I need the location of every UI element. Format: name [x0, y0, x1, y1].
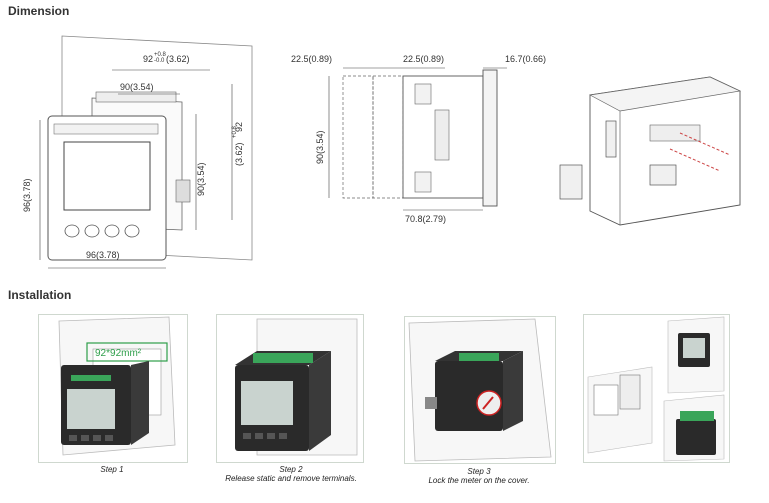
- step1-label: Step 1: [100, 465, 124, 474]
- cutout-tol-plus: +0.8: [154, 52, 167, 58]
- front-button-4: [124, 224, 140, 238]
- installation-title: Installation: [8, 288, 72, 302]
- step4-panel: [583, 314, 730, 463]
- cutout-tol-minus: -0.0: [154, 58, 165, 64]
- step1-panel: 92*92mm²: [38, 314, 188, 463]
- right-depth: 16.7(0.66): [505, 54, 546, 64]
- rear-terminal-block: [95, 91, 177, 103]
- step3-panel: [404, 316, 556, 464]
- cutout-width-value: 92: [143, 54, 153, 64]
- cutout-width-inch: (3.62): [166, 54, 190, 64]
- step2-panel: [216, 314, 364, 463]
- terminal-outline-2: [372, 75, 404, 199]
- step2-label: Step 2: [279, 465, 303, 474]
- cutout-height-value: 92: [234, 122, 244, 132]
- side-bezel: [482, 69, 498, 207]
- step2-screen: [241, 381, 293, 425]
- step2-caption: Step 2 Release static and remove termina…: [206, 465, 376, 483]
- front-button-3: [104, 224, 120, 238]
- width-value: 96(3.78): [86, 250, 120, 260]
- step2-terminals: [253, 353, 313, 363]
- step2-illustration: [235, 318, 358, 456]
- dimension-title: Dimension: [8, 4, 70, 18]
- cutout-height-tol: +0.8: [232, 125, 238, 138]
- mount-clip: [175, 179, 191, 203]
- step1-illustration: 92*92mm²: [58, 316, 176, 456]
- front-screen: [63, 141, 151, 211]
- body-height-value: 90(3.54): [196, 162, 206, 196]
- step4-illustration: [587, 316, 725, 462]
- step2-sub: Release static and remove terminals.: [225, 474, 357, 483]
- step3-label: Step 3: [467, 467, 491, 476]
- body-width-value: 90(3.54): [120, 82, 154, 92]
- left-offset-1: 22.5(0.89): [291, 54, 332, 64]
- step3-caption: Step 3 Lock the meter on the cover.: [404, 467, 554, 485]
- step1-caption: Step 1: [38, 465, 186, 474]
- front-dimension-drawing: 92 +0.8 -0.0 (3.62) 90(3.54) 96(3.78) 90…: [22, 35, 253, 269]
- step3-illustration: [408, 318, 552, 462]
- cutout-label-box: [86, 342, 168, 362]
- cutout-label: 92*92mm²: [95, 348, 142, 359]
- side-dimension-drawing: 22.5(0.89) 22.5(0.89) 16.7(0.66) 90(3.54…: [291, 54, 546, 224]
- clip-path-red: [679, 132, 731, 156]
- height-value: 96(3.78): [22, 178, 32, 212]
- bezel-top-strip: [53, 123, 159, 135]
- front-button-2: [84, 224, 100, 238]
- step1-screen: [67, 389, 115, 429]
- rear-isometric-drawing: [559, 76, 742, 226]
- side-depth: 70.8(2.79): [405, 214, 446, 224]
- cutout-height-inch: (3.62): [234, 142, 244, 166]
- front-button-1: [64, 224, 80, 238]
- left-offset-2: 22.5(0.89): [403, 54, 444, 64]
- side-clip: [434, 109, 450, 161]
- step3-sub: Lock the meter on the cover.: [428, 476, 530, 485]
- side-height: 90(3.54): [315, 130, 325, 164]
- rear-clip-left: [559, 164, 583, 200]
- terminal-outline-1: [342, 75, 374, 199]
